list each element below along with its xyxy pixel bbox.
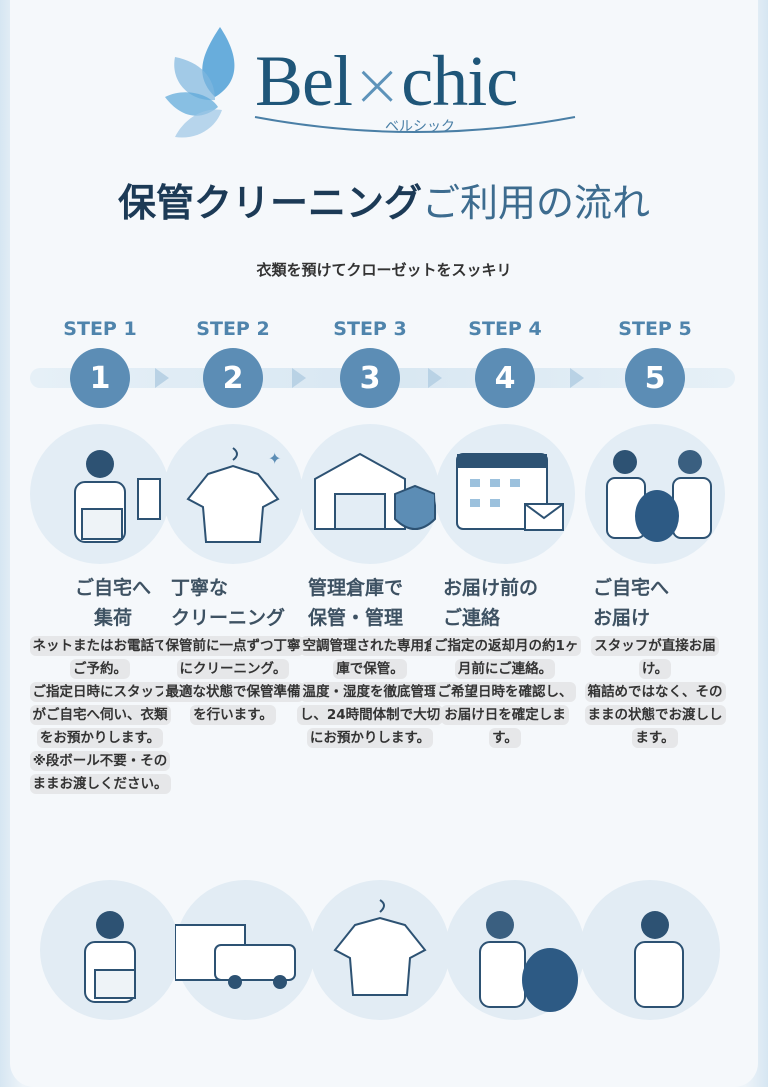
bottom-illustrations [40,880,730,1020]
step-number-badge: 4 [475,348,535,408]
shirt-icon: ✦ [186,447,281,543]
step-heading-line: ご連絡 [443,607,501,629]
step-number-badge: 5 [625,348,685,408]
step-label: STEP 5 [618,318,692,340]
brand-name: Bel×chic [255,40,518,123]
step-illustration [300,424,440,564]
step-heading: 丁寧なクリーニング [171,573,321,633]
step-description-text: 空調管理された専用倉庫で保管。 [299,636,441,679]
step-description-text: スタッフが直接お届け。 [591,636,719,679]
step-heading-line: お届け前の [443,577,539,599]
title-main: 保管クリーニング [117,181,422,225]
shirt-illustration [310,880,450,1020]
arrow-icon [570,368,584,388]
step-description-text: ※段ボール不要・そのままお渡しください。 [29,751,171,794]
page-subtitle: 衣類を預けてクローゼットをスッキリ [256,261,512,279]
step-description-text: ご指定日時にスタッフがご自宅へ伺い、衣類をお預かりします。 [29,682,171,748]
arrow-icon [428,368,442,388]
calendar-mail-icon [456,453,564,531]
step-heading-line: ご自宅へ [74,577,151,599]
step-illustration [585,424,725,564]
step-heading: お届け前のご連絡 [443,573,593,633]
warehouse-icon [314,452,436,530]
step-heading-line: お届け [593,607,651,629]
step-heading-line: クリーニング [171,607,286,629]
step-description: ご指定の返却月の約1ヶ月前にご連絡。ご希望日時を確認し、お届け日を確定します。 [431,635,582,750]
step-label: STEP 2 [196,318,270,340]
delivery-staff-illustration [40,880,180,1020]
step-label: STEP 1 [63,318,137,340]
step-label: STEP 3 [333,318,407,340]
step-label: STEP 4 [468,318,542,340]
step-description-text: 箱詰めではなく、そのままの状態でお渡しします。 [584,682,726,748]
staff-with-box-icon [74,450,161,543]
logo-swoosh [254,116,576,133]
step-description-text: 保管前に一点ずつ丁寧にクリーニング。 [162,636,304,679]
step-description: ネットまたはお電話でご予約。ご指定日時にスタッフがご自宅へ伺い、衣類をお預かりし… [26,635,174,796]
page-title: 保管クリーニングご利用の流れ [0,172,768,227]
title-sub: ご利用の流れ [422,181,651,225]
step-number-badge: 2 [203,348,263,408]
step-heading-line: 保管・管理 [308,607,404,629]
step-description-text: ご指定の返却月の約1ヶ月前にご連絡。 [431,636,582,679]
svg-text:✦: ✦ [268,449,281,468]
step-description-text: ネットまたはお電話でご予約。 [29,636,171,679]
step-description: 保管前に一点ずつ丁寧にクリーニング。最適な状態で保管準備を行います。 [159,635,307,727]
step-number-badge: 3 [340,348,400,408]
step-heading-line: 集荷 [93,607,132,629]
step-heading-line: 丁寧な [171,577,229,599]
step-illustration: ✦ [163,424,303,564]
arrow-icon [292,368,306,388]
step-description-text: 温度・湿度を徹底管理し、24時間体制で大切にお預かりします。 [296,682,444,748]
step-description: スタッフが直接お届け。箱詰めではなく、そのままの状態でお渡しします。 [581,635,729,750]
brand-kana: ベルシック [385,119,455,135]
step-heading: 管理倉庫で保管・管理 [308,573,458,633]
handover-icon [606,450,712,542]
step-heading-line: ご自宅へ [593,577,670,599]
step-description-text: 最適な状態で保管準備を行います。 [162,682,304,725]
brand-name-x: × [351,50,402,120]
step-heading-line: 管理倉庫で [308,577,404,599]
customer-illustration [445,880,585,1020]
step-illustration [435,424,575,564]
brand-name-left: Bel [255,41,353,121]
arrow-icon [155,368,169,388]
leaf-logo-icon [165,27,235,138]
delivery-truck-illustration [174,880,315,1020]
step-number-badge: 1 [70,348,130,408]
brand-name-right: chic [401,41,518,121]
brand-logo: Bel×chic ベルシック [160,22,580,147]
step-description-text: ご希望日時を確認し、お届け日を確定します。 [434,682,576,748]
step-heading: ご自宅へ集荷 [38,573,188,633]
step-illustration [30,424,170,564]
step-heading: ご自宅へお届け [593,573,743,633]
staff-handover-illustration [580,880,720,1020]
step-description: 空調管理された専用倉庫で保管。温度・湿度を徹底管理し、24時間体制で大切にお預か… [296,635,444,750]
